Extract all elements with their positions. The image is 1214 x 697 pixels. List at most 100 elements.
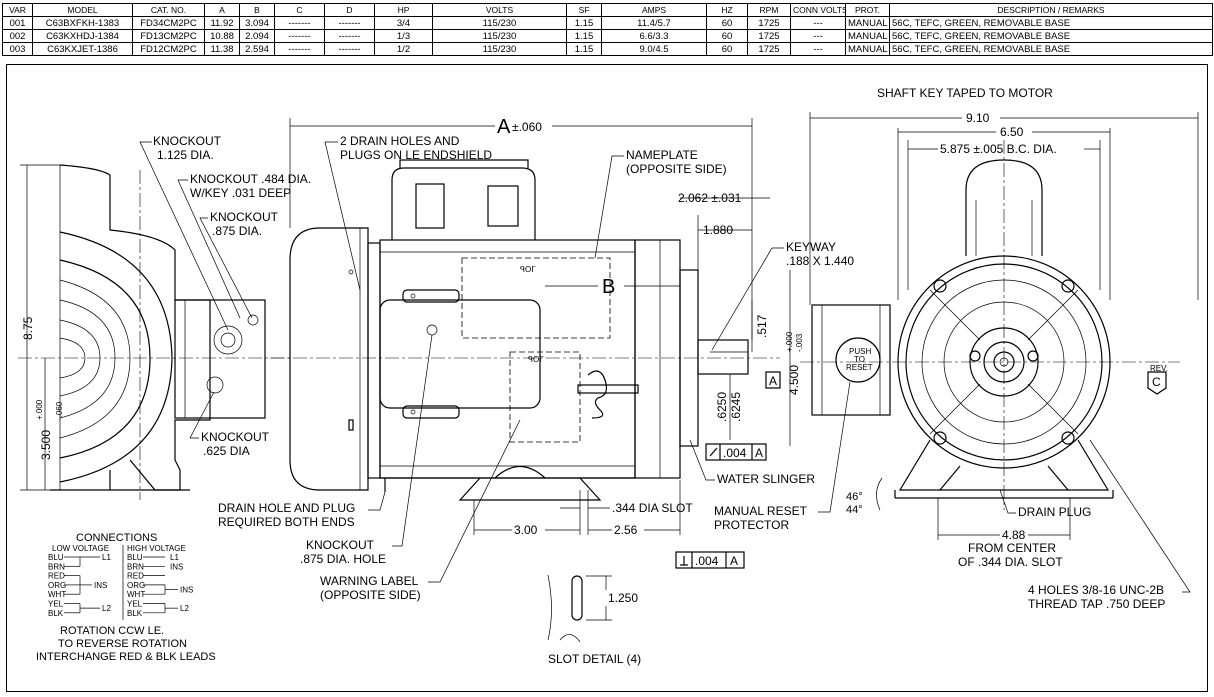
push-reset-a: PUSH <box>849 347 871 356</box>
water-slinger-label: WATER SLINGER <box>717 472 815 486</box>
angle-46: 46° <box>846 491 863 503</box>
low-wire-label: YEL <box>48 600 64 609</box>
dim-517: .517 <box>755 314 769 338</box>
high-l1-label: L1 <box>170 553 179 562</box>
knockout-1125-title: KNOCKOUT <box>153 134 222 148</box>
low-wire-label: BLU <box>48 553 64 562</box>
dim-4500-tol-b: -.003 <box>795 333 804 352</box>
runout-ref: A <box>755 446 763 460</box>
drain-hole-plug-sub: REQUIRED BOTH ENDS <box>218 515 355 529</box>
dim-4500: 4.500 <box>787 365 801 395</box>
shaft-key-label: SHAFT KEY TAPED TO MOTOR <box>877 86 1053 100</box>
dim-875: 8.75 <box>21 316 35 340</box>
high-ins2-label: INS <box>180 586 193 595</box>
push-reset-b: TO <box>854 355 865 364</box>
spec-cell: 9.0/4.5 <box>601 42 707 56</box>
dims-side: A ±.060 B 2.062 ±.031 1.880 .517 .6250 .… <box>289 116 804 569</box>
callouts: SHAFT KEY TAPED TO MOTOR KNOCKOUT 1.125 … <box>139 86 1191 611</box>
perp-ref: A <box>730 554 738 568</box>
drain-hole-plug-title: DRAIN HOLE AND PLUG <box>218 501 355 515</box>
rotation-line-1: ROTATION CCW LE. <box>60 625 164 637</box>
dims-left: 8.75 3.500 +.000 -.060 <box>20 164 64 491</box>
low-wire-label: RED <box>48 572 65 581</box>
dim-6245: .6245 <box>729 392 743 422</box>
low-ins-label: INS <box>94 581 107 590</box>
high-l2-label: L2 <box>180 604 189 613</box>
dims-right: 9.10 6.50 5.875 ±.005 B.C. DIA. 4.88 46°… <box>809 111 1199 542</box>
low-l1-label: L1 <box>102 553 111 562</box>
knockout-625-title: KNOCKOUT <box>201 430 270 444</box>
push-reset-c: RESET <box>846 363 873 372</box>
dim-2062: 2.062 ±.031 <box>678 191 742 205</box>
dim-3500: 3.500 <box>39 430 53 460</box>
dim-5875: 5.875 ±.005 B.C. DIA. <box>940 142 1057 156</box>
dim-256: 2.56 <box>614 523 638 537</box>
dim-650: 6.50 <box>1000 125 1024 139</box>
dim-A: A <box>497 116 511 138</box>
knockout-625-dia: .625 DIA <box>203 444 250 458</box>
spec-cell: 115/230 <box>432 42 567 56</box>
dim-1880: 1.880 <box>703 223 733 237</box>
spec-cell: --- <box>790 42 846 56</box>
high-wire-label: WHT <box>127 590 145 599</box>
high-wire-label: BLU <box>127 553 143 562</box>
slot-detail: 1.250 SLOT DETAIL (4) <box>547 574 641 666</box>
low-voltage-title: LOW VOLTAGE <box>52 544 109 553</box>
connections-title: CONNECTIONS <box>76 532 157 544</box>
keyway-title: KEYWAY <box>786 240 836 254</box>
low-wire-label: ORG <box>48 581 66 590</box>
low-wire-label: BLK <box>48 609 64 618</box>
connections-diagram: CONNECTIONS LOW VOLTAGE HIGH VOLTAGE BLU… <box>36 532 216 663</box>
holes-sub: THREAD TAP .750 DEEP <box>1028 597 1165 611</box>
from-center-title: FROM CENTER <box>968 541 1056 555</box>
dim-4500-tol-a: +.000 <box>785 331 794 352</box>
manual-reset-sub: PROTECTOR <box>714 518 789 532</box>
right-end-view: PUSH TO RESET REV. C <box>800 140 1180 510</box>
knockout-875-dia: .875 DIA. <box>212 224 262 238</box>
dim-B: B <box>602 276 615 298</box>
spec-cell: ------- <box>274 42 325 56</box>
spec-cell: FD12CM2PC <box>132 42 205 56</box>
nameplate-mark: ᑫOᒥ <box>520 265 536 274</box>
dim-3500-tol-a: +.000 <box>35 399 44 420</box>
slot-detail-label: SLOT DETAIL (4) <box>548 652 641 666</box>
knockout-hole-sub: .875 DIA. HOLE <box>300 552 386 566</box>
warning-label-title: WARNING LABEL <box>320 574 419 588</box>
dim-A-tol: ±.060 <box>512 120 542 134</box>
high-ins-label: INS <box>170 562 183 571</box>
dim-3500-tol-b: -.060 <box>55 401 64 420</box>
nameplate-location: (OPPOSITE SIDE) <box>626 162 727 176</box>
low-wire-label: WHT <box>48 590 66 599</box>
keyway-size: .188 X 1.440 <box>786 254 854 268</box>
rotation-line-2: TO REVERSE ROTATION <box>58 638 187 650</box>
datum-A: A <box>769 374 777 388</box>
spec-cell: 1/2 <box>374 42 433 56</box>
low-wire-label: BRN <box>48 562 65 571</box>
label-mark: ᑫOᒥ <box>528 355 544 364</box>
drain-plug-label: DRAIN PLUG <box>1018 505 1091 519</box>
knockout-484-title: KNOCKOUT .484 DIA. <box>190 172 311 186</box>
angle-44: 44° <box>846 504 863 516</box>
nameplate-title: NAMEPLATE <box>626 148 698 162</box>
spec-cell: 1725 <box>747 42 791 56</box>
knockout-hole-title: KNOCKOUT <box>306 538 375 552</box>
drain-holes-title: 2 DRAIN HOLES AND <box>340 134 460 148</box>
knockout-1125-dia: 1.125 DIA. <box>157 148 214 162</box>
high-wire-label: RED <box>127 572 144 581</box>
high-wire-label: BRN <box>127 562 144 571</box>
dim-300: 3.00 <box>514 523 538 537</box>
drawing-frame <box>6 64 1208 692</box>
high-wire-label: ORG <box>127 581 145 590</box>
low-l2-label: L2 <box>102 604 111 613</box>
drain-holes-location: PLUGS ON LE ENDSHIELD <box>340 148 492 162</box>
rev-label: REV. <box>1150 364 1168 373</box>
left-end-view <box>18 164 290 500</box>
manual-reset-title: MANUAL RESET <box>714 504 808 518</box>
dim-910: 9.10 <box>966 111 990 125</box>
